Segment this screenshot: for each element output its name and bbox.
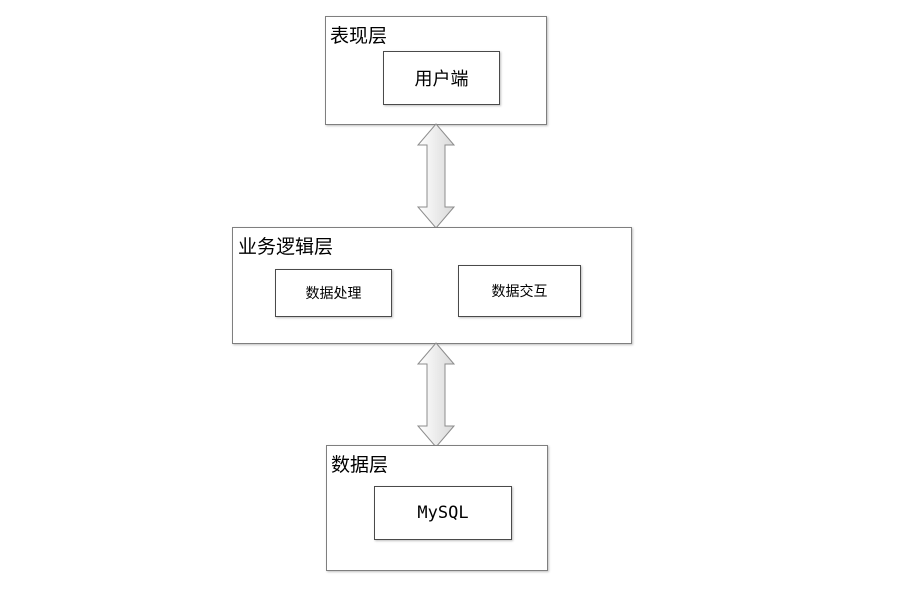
business-logic-layer: 业务逻辑层 数据处理 数据交互 [232,227,632,344]
mysql-box: MySQL [374,486,512,540]
double-arrow-icon [416,123,456,229]
client-box: 用户端 [383,51,500,105]
data-layer: 数据层 MySQL [326,445,548,571]
data-interaction-box: 数据交互 [458,265,581,317]
data-layer-title: 数据层 [331,454,389,476]
presentation-layer-title: 表现层 [330,25,388,47]
business-logic-layer-title: 业务逻辑层 [238,236,334,258]
double-arrow-icon [416,342,456,448]
data-processing-box: 数据处理 [275,269,392,317]
presentation-layer: 表现层 用户端 [325,16,547,125]
